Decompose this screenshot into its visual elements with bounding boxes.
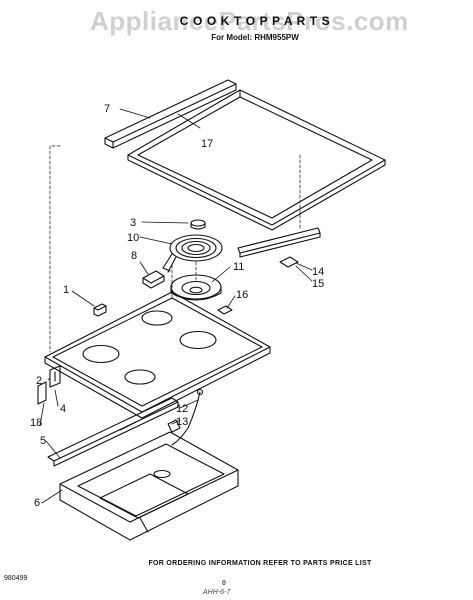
cooktop-panel	[44, 291, 271, 419]
handwritten-signature: AHH-6-7	[203, 589, 231, 596]
part-7-rear-trim	[104, 79, 237, 149]
page-number: 8	[222, 580, 226, 587]
ordering-note: FOR ORDERING INFORMATION REFER TO PARTS …	[148, 560, 372, 567]
callout-10: 10	[127, 232, 139, 244]
callout-4: 4	[60, 403, 66, 415]
callout-14: 14	[312, 266, 324, 278]
callout-15: 15	[312, 278, 324, 290]
callout-11: 11	[233, 261, 244, 273]
part-5-front-trim	[47, 397, 179, 467]
part-10-coil-element	[162, 234, 223, 273]
callout-leaders	[39, 108, 313, 504]
callout-1: 1	[63, 284, 69, 296]
callout-12: 12	[176, 403, 188, 415]
diagram-title: C O O K T O P P A R T S	[179, 14, 331, 28]
part-17-retainer	[217, 305, 233, 315]
callout-3: 3	[130, 217, 136, 229]
callout-17: 16	[236, 289, 248, 301]
callout-6: 6	[34, 497, 40, 509]
alignment-lines	[49, 145, 301, 353]
callout-18: 18	[30, 417, 42, 429]
model-subtitle: For Model: RHM955PW	[211, 33, 299, 42]
document-number: 980499	[4, 575, 28, 582]
part-3-cap	[190, 219, 206, 230]
part-2-hinge	[37, 365, 61, 405]
callout-2: 2	[36, 375, 42, 387]
callout-8: 8	[131, 250, 137, 262]
site-watermark: AppliancePartsPros.com	[90, 6, 409, 36]
callout-13: 13	[176, 416, 188, 428]
part-14-side-trim	[237, 227, 321, 268]
callout-7: 7	[104, 103, 110, 115]
callout-labels: 7 17 3 10 8 11 1 16 14 15 2 4 18 12 13 5…	[30, 103, 324, 509]
part-1-clip	[93, 303, 107, 317]
part-16-cooktop-frame	[127, 89, 386, 231]
callout-16: 17	[201, 138, 213, 150]
part-6-burner-box	[59, 431, 239, 541]
part-8-receptacle	[142, 270, 165, 289]
part-12-wiring	[167, 388, 204, 446]
callout-5: 5	[40, 435, 46, 447]
